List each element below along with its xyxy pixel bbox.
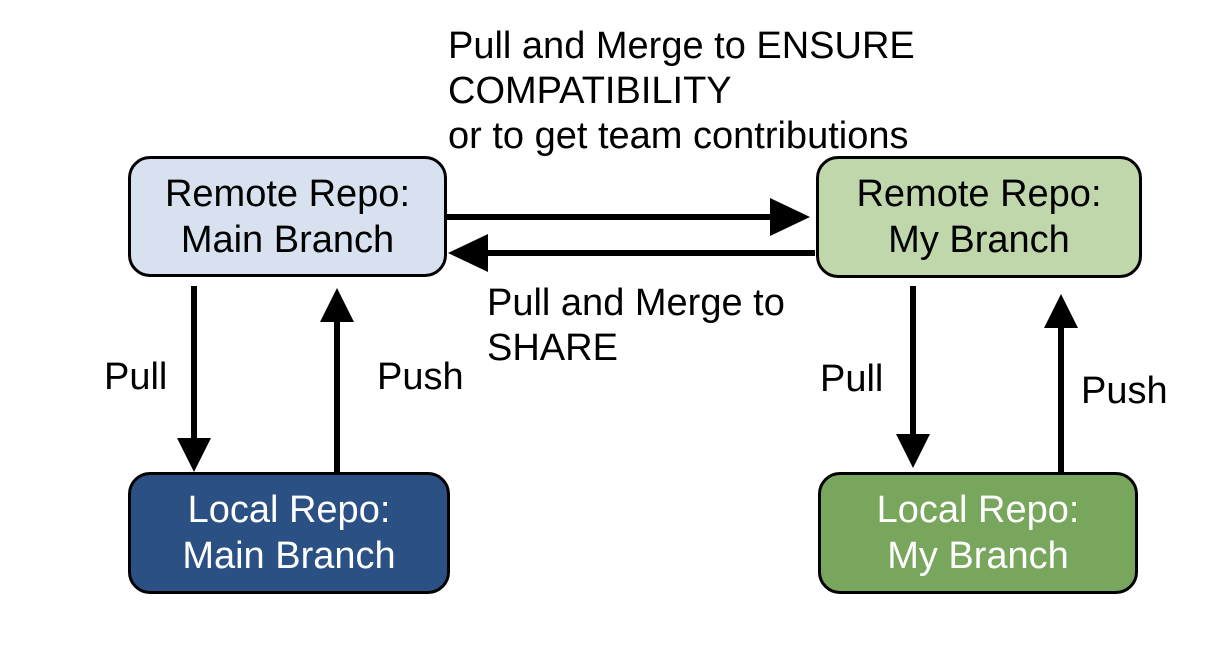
right-push-label: Push [1081,370,1168,412]
node-remote-my-branch-label: Remote Repo: My Branch [856,173,1102,261]
node-local-my-branch-label: Local Repo: My Branch [876,489,1080,577]
left-push-arrow [320,288,354,472]
node-local-my-branch: Local Repo: My Branch [818,472,1138,594]
right-push-arrow [1044,294,1078,473]
node-local-main-branch-label: Local Repo: Main Branch [182,489,396,577]
left-pull-label: Pull [104,356,168,398]
node-local-main-branch: Local Repo: Main Branch [128,472,450,594]
node-remote-main-branch: Remote Repo: Main Branch [128,156,447,277]
node-remote-my-branch: Remote Repo: My Branch [816,156,1142,278]
pull-merge-ensure-annotation: Pull and Merge to ENSURE COMPATIBILITY o… [448,25,915,157]
left-pull-arrow [177,286,211,472]
right-pull-label: Pull [820,358,884,400]
right-pull-arrow [896,286,930,468]
node-remote-main-branch-label: Remote Repo: Main Branch [164,172,410,261]
left-push-label: Push [377,356,464,398]
merge-right-arrow [447,198,810,236]
merge-left-arrow [448,234,815,272]
pull-merge-share-annotation: Pull and Merge to SHARE [487,282,785,369]
